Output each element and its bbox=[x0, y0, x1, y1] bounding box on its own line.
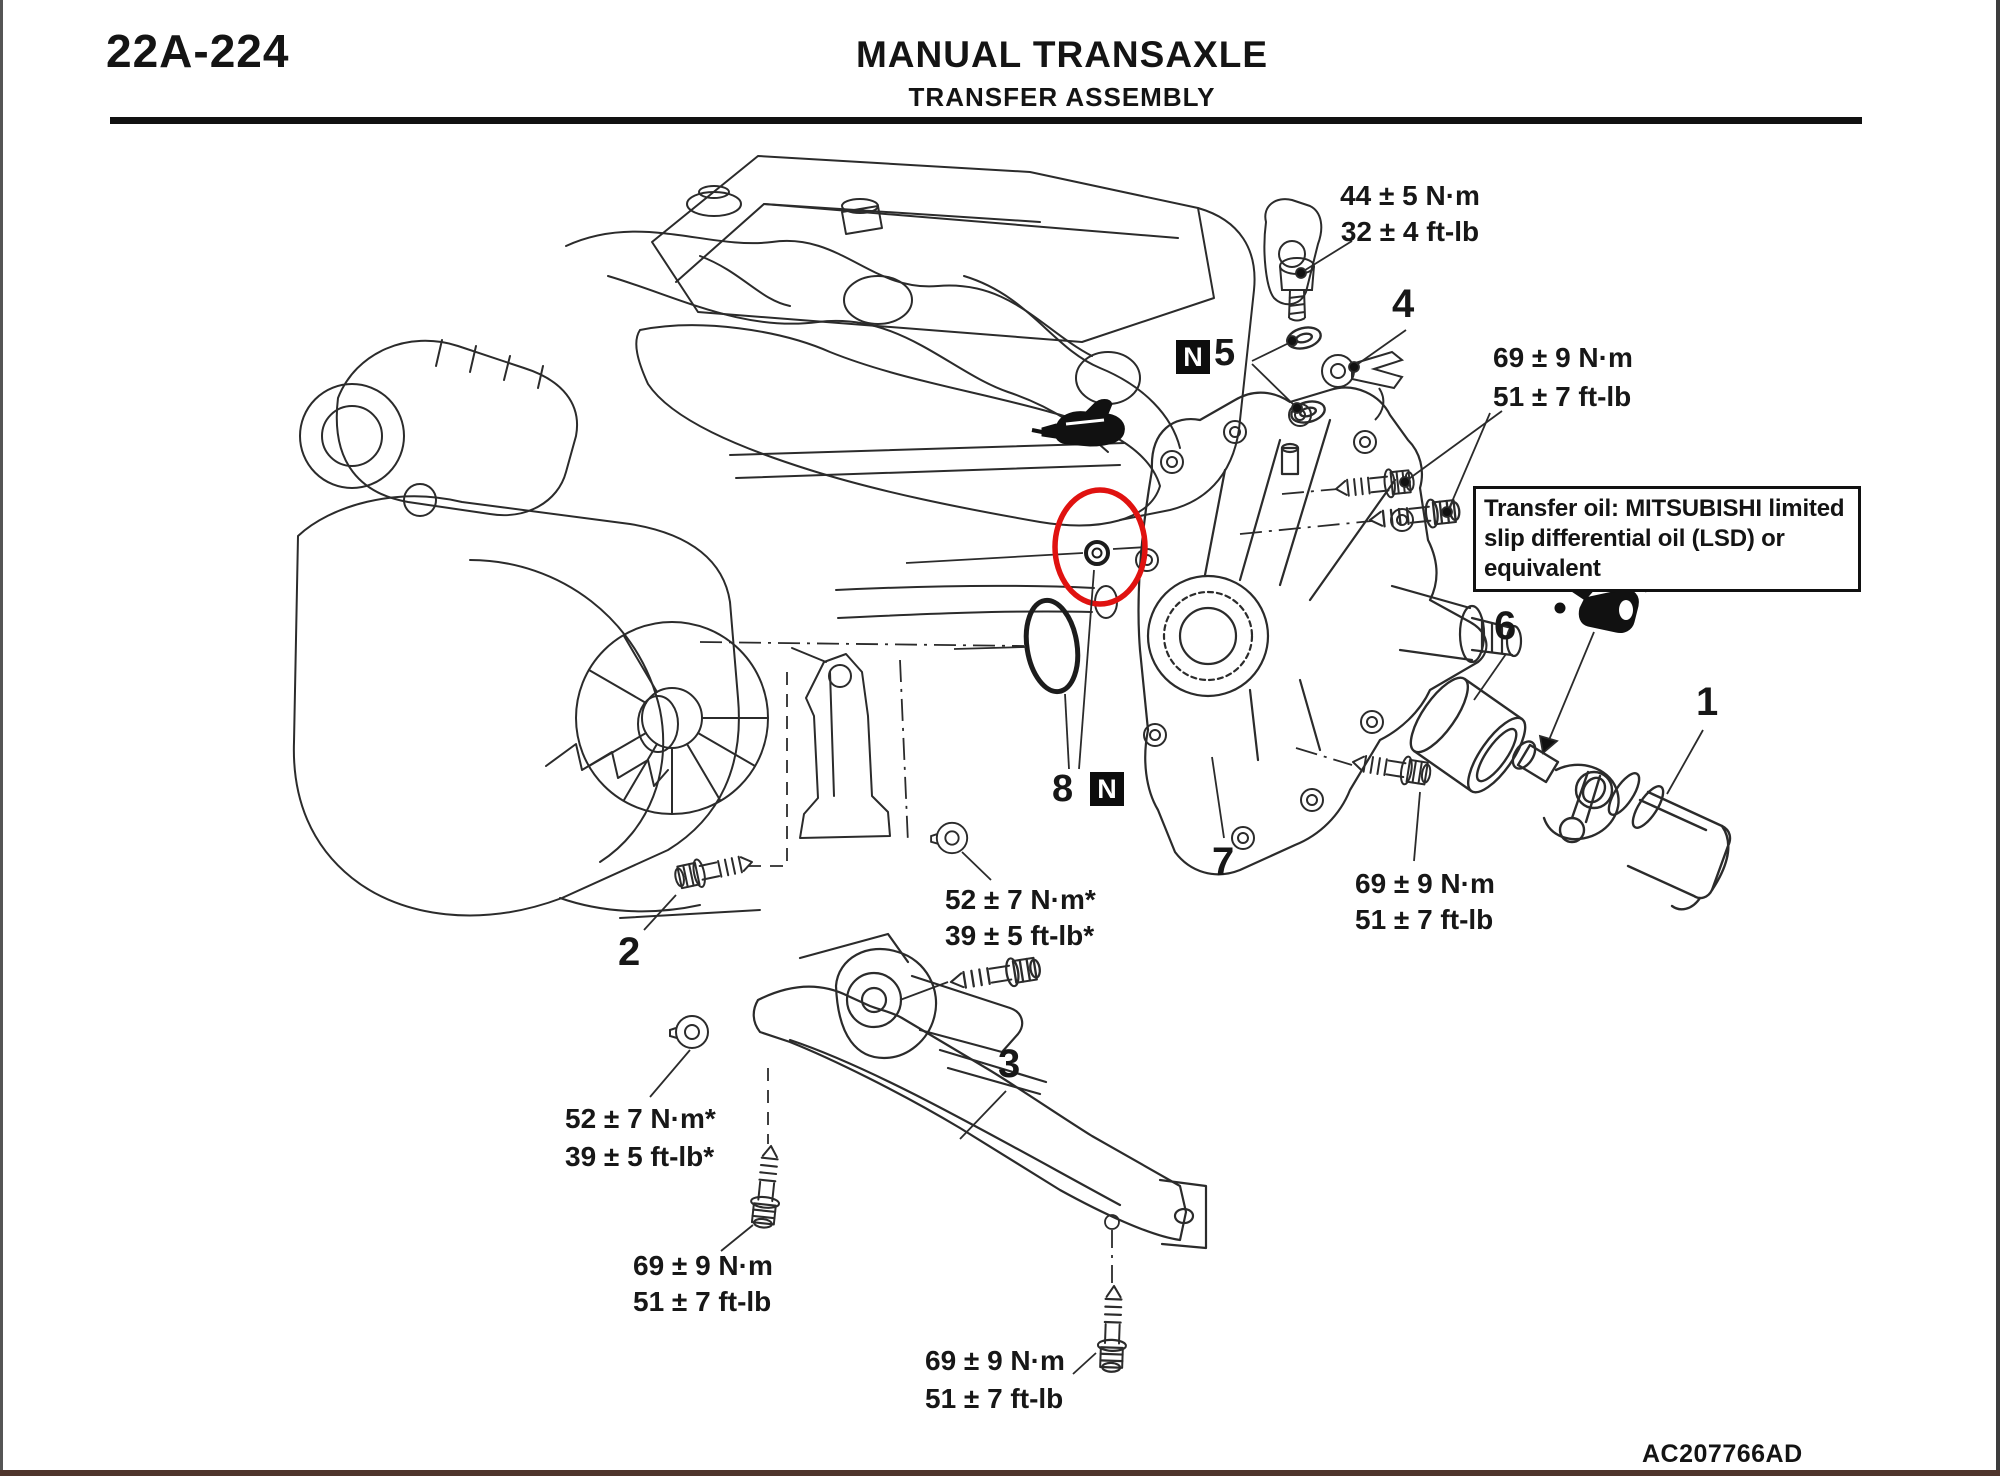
torque-nm: 69 ± 9 N·m bbox=[1355, 868, 1495, 899]
bolt-44 bbox=[1279, 257, 1315, 322]
page-title: MANUAL TRANSAXLE bbox=[855, 34, 1269, 75]
page-header: MANUAL TRANSAXLE TRANSFER ASSEMBLY bbox=[662, 34, 1462, 113]
callout-6: 6 bbox=[1494, 604, 1517, 648]
callout-1: 1 bbox=[1696, 680, 1719, 724]
callout-2: 2 bbox=[618, 930, 641, 974]
callout-5: 5 bbox=[1214, 332, 1236, 374]
page-subtitle: TRANSFER ASSEMBLY bbox=[908, 82, 1216, 112]
n-badge-8: N bbox=[1090, 772, 1124, 806]
torque-label-69-bottom-left: 69 ± 9 N·m 51 ± 7 ft-lb bbox=[633, 1248, 773, 1320]
propeller-shaft-art bbox=[1511, 740, 1732, 911]
note-line-2: slip differential oil (LSD) or bbox=[1484, 525, 1785, 552]
torque-nm: 52 ± 7 N·m* bbox=[945, 884, 1096, 915]
callout-3: 3 bbox=[998, 1042, 1021, 1086]
torque-ftlb: 51 ± 7 ft-lb bbox=[925, 1383, 1064, 1414]
torque-ftlb: 51 ± 7 ft-lb bbox=[1355, 904, 1494, 935]
torque-ftlb: 32 ± 4 ft-lb bbox=[1340, 216, 1480, 247]
torque-ftlb: 39 ± 5 ft-lb* bbox=[945, 920, 1095, 951]
red-highlight-circle bbox=[1052, 487, 1148, 607]
engine-transaxle-art bbox=[292, 155, 1323, 919]
page-border-bottom bbox=[0, 1470, 2000, 1476]
transfer-oil-note-box: Transfer oil: MITSUBISHI limited slip di… bbox=[1473, 486, 1861, 592]
torque-label-69-mid: 69 ± 9 N·m 51 ± 7 ft-lb bbox=[1355, 866, 1495, 938]
torque-label-52-left: 52 ± 7 N·m* 39 ± 5 ft-lb* bbox=[565, 1100, 716, 1176]
callout-4: 4 bbox=[1392, 282, 1415, 326]
torque-ftlb: 51 ± 7 ft-lb bbox=[633, 1286, 772, 1317]
torque-ftlb: 51 ± 7 ft-lb bbox=[1493, 381, 1632, 412]
fasteners-art bbox=[669, 257, 1462, 1374]
page-code: 22A-224 bbox=[106, 25, 290, 77]
page-border-right bbox=[1996, 0, 2000, 1476]
torque-label-44: 44 ± 5 N·m 32 ± 4 ft-lb bbox=[1312, 178, 1508, 250]
document-code: AC207766AD bbox=[1642, 1440, 1803, 1468]
hook-part4 bbox=[1321, 350, 1405, 421]
torque-ftlb: 39 ± 5 ft-lb* bbox=[565, 1141, 715, 1172]
torque-nm: 69 ± 9 N·m bbox=[1493, 342, 1633, 373]
torque-label-69-bottom-center: 69 ± 9 N·m 51 ± 7 ft-lb bbox=[925, 1342, 1065, 1418]
page-border-left bbox=[0, 0, 3, 1476]
oil-seal bbox=[1084, 540, 1110, 566]
header-rule bbox=[110, 117, 1862, 124]
grease-applicator-icon bbox=[1031, 399, 1125, 447]
torque-nm: 69 ± 9 N·m bbox=[925, 1345, 1065, 1376]
note-line-1: Transfer oil: MITSUBISHI limited bbox=[1484, 495, 1845, 522]
transfer-case-art bbox=[1135, 386, 1523, 876]
oring-and-seal-art bbox=[1023, 540, 1110, 695]
torque-nm: 69 ± 9 N·m bbox=[633, 1250, 773, 1281]
torque-nm: 52 ± 7 N·m* bbox=[565, 1103, 716, 1134]
torque-label-69-top: 69 ± 9 N·m 51 ± 7 ft-lb bbox=[1493, 338, 1633, 416]
callout-8: 8 bbox=[1052, 768, 1074, 810]
torque-label-52-center: 52 ± 7 N·m* 39 ± 5 ft-lb* bbox=[945, 882, 1096, 954]
o-ring bbox=[1023, 597, 1081, 695]
n-badge-5: N bbox=[1176, 340, 1210, 374]
callout-7: 7 bbox=[1212, 840, 1235, 884]
leader-lines bbox=[643, 240, 1704, 1375]
torque-nm: 44 ± 5 N·m bbox=[1340, 180, 1480, 211]
crossmember-bracket-art bbox=[752, 932, 1208, 1250]
note-line-3: equivalent bbox=[1484, 555, 1601, 582]
dust-cover-sleeve-art bbox=[1409, 676, 1527, 794]
